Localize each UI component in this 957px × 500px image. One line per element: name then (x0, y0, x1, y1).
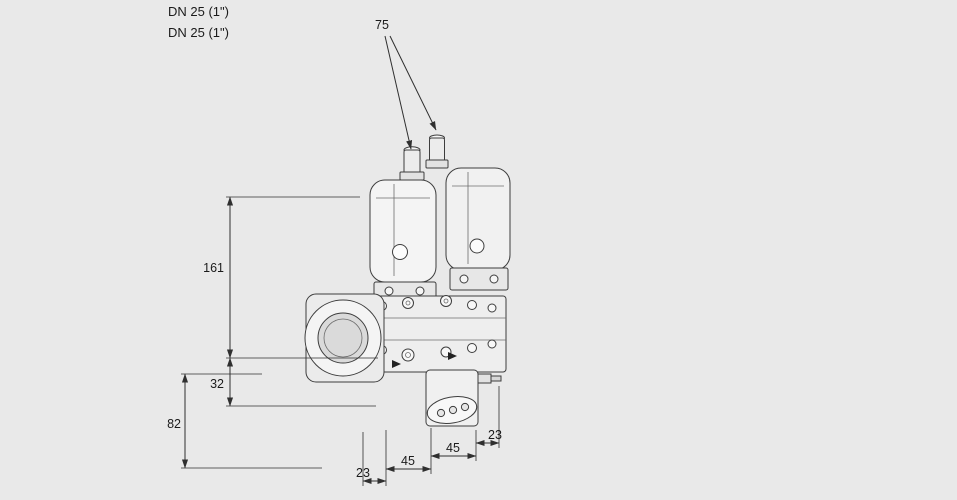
dimension-82: 82 (167, 373, 322, 469)
regulator-port-1 (436, 408, 446, 418)
dimension-23-left-label: 23 (356, 466, 370, 480)
flow-arrow-icon (448, 352, 457, 360)
dimension-45-right: 45 (430, 441, 477, 460)
valve-drawing (304, 134, 511, 427)
dimension-161-label: 161 (203, 261, 224, 275)
dimension-45-left: 45 (385, 454, 432, 473)
inlet-flange (304, 293, 385, 383)
left-bonnet-screw-1 (384, 286, 394, 296)
right-coil-body (445, 167, 511, 271)
flow-direction-arrows (392, 352, 457, 368)
dn-label-1: DN 25 (1") (168, 4, 229, 19)
pressure-regulator-block (425, 369, 502, 427)
right-bonnet-screw-1 (459, 274, 469, 284)
right-bonnet-screw-2 (489, 274, 499, 284)
dimension-161: 161 (203, 196, 360, 359)
dimension-82-label: 82 (167, 417, 181, 431)
dimension-32-label: 32 (210, 377, 224, 391)
left-coil-body (369, 179, 437, 283)
leader-line-left (384, 35, 413, 150)
valve-body-block (365, 295, 507, 373)
right-valve-bonnet (449, 267, 509, 291)
leader-line-right (389, 35, 437, 131)
dimension-45-right-label: 45 (446, 441, 460, 455)
right-connector-nut (425, 159, 449, 169)
side-nipple-tip (490, 375, 502, 382)
right-solenoid-actuator (425, 134, 511, 291)
dimension-23-right: 23 (475, 428, 502, 447)
dimension-bottom-cascade: 23 45 45 23 (356, 386, 502, 486)
left-solenoid-actuator (369, 146, 437, 301)
flange-thread-circle (323, 318, 363, 358)
regulator-port-2 (448, 405, 458, 415)
dimension-45-left-label: 45 (401, 454, 415, 468)
dimension-23-right-label: 23 (488, 428, 502, 442)
dimension-23-left: 23 (356, 466, 387, 485)
dimension-32: 32 (210, 357, 378, 407)
flow-arrow-icon (392, 360, 401, 368)
side-nipple-base (477, 373, 492, 384)
dimension-75: 75 (375, 18, 437, 150)
left-bonnet-screw-2 (415, 286, 425, 296)
right-connector-stem (429, 137, 445, 163)
left-connector-nut (399, 171, 425, 181)
dn-label-2: DN 25 (1") (168, 25, 229, 40)
right-coil-screw (469, 238, 485, 254)
flange-bore-circle (317, 312, 369, 364)
left-coil-screw (392, 244, 408, 260)
regulator-port-3 (460, 402, 470, 412)
dimension-75-label: 75 (375, 18, 389, 32)
